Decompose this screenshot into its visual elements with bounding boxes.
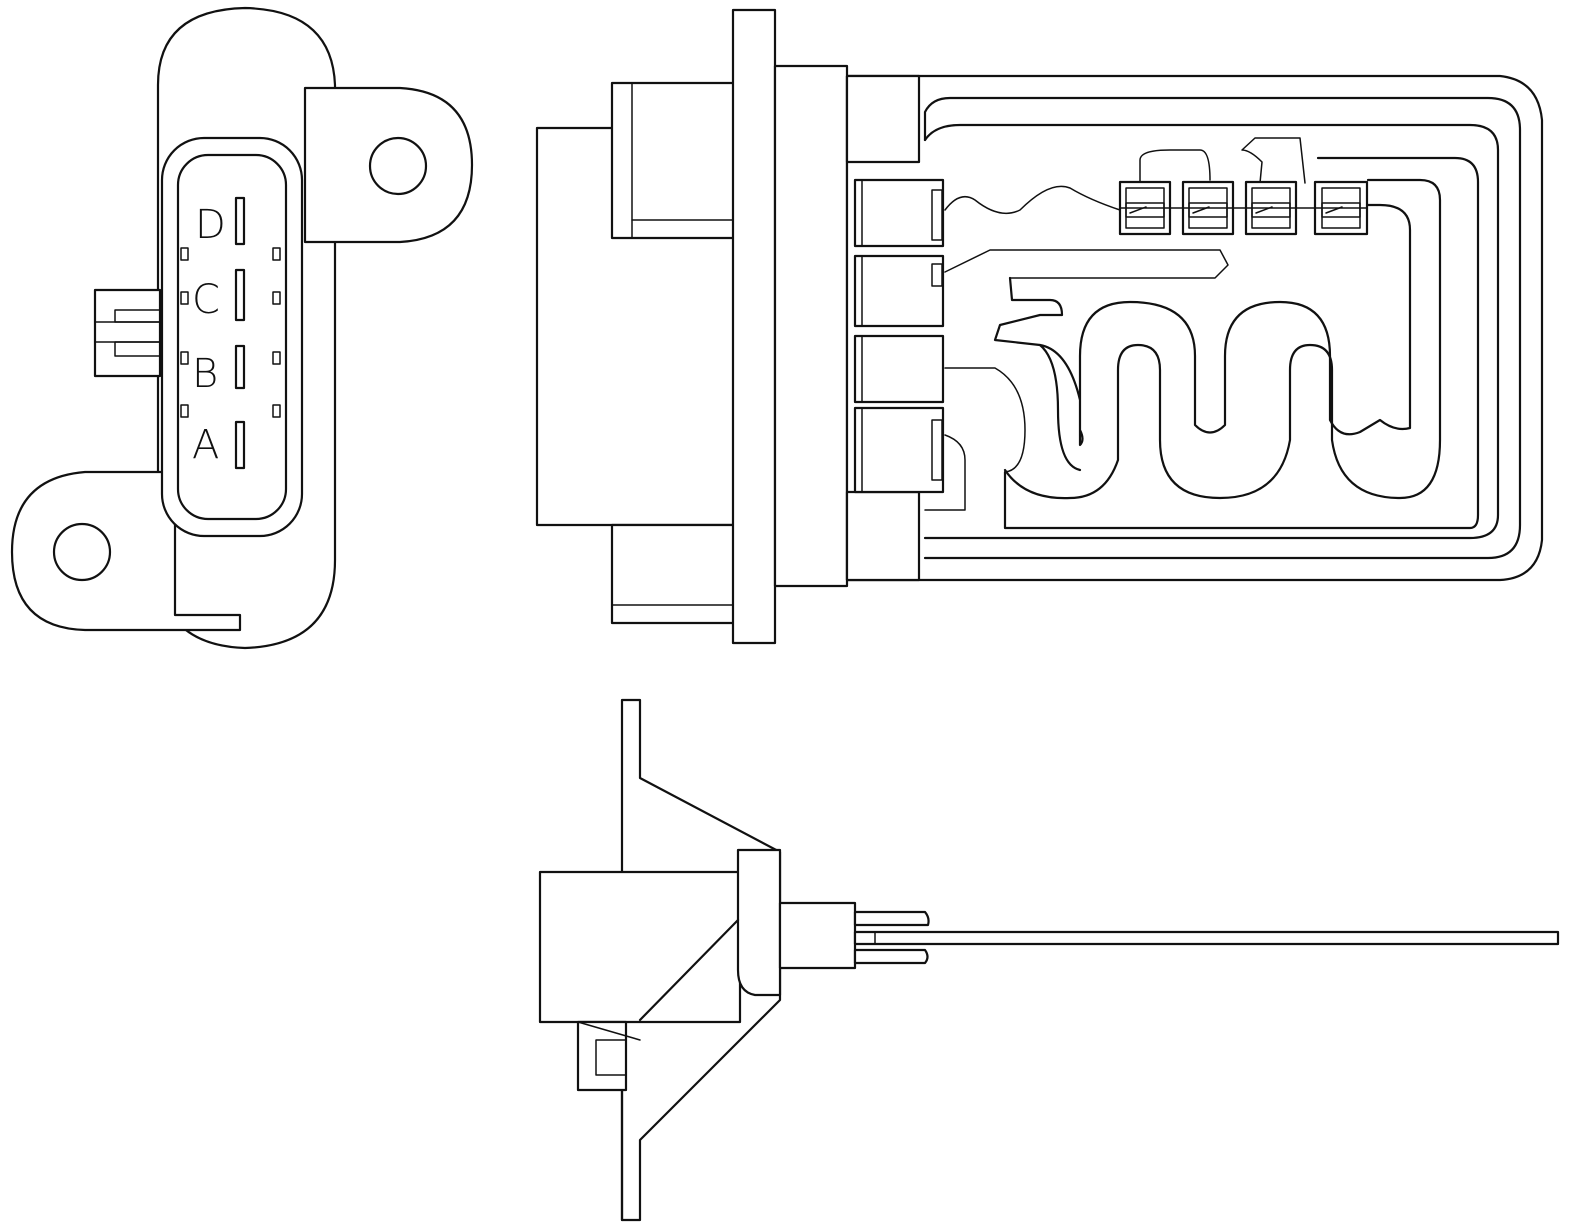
upper-mounting-hole [368,136,428,196]
connector-end-view: D C B A [10,6,474,650]
top-view [538,698,1560,1222]
terminal-blocks [853,178,945,494]
lower-mounting-hole [52,522,112,582]
pin-label-c: C [192,277,220,323]
pin-label-a: A [192,422,219,468]
pin-label-b: B [192,351,218,397]
side-view-with-board [535,8,1544,645]
pin-label-d: D [195,202,226,248]
